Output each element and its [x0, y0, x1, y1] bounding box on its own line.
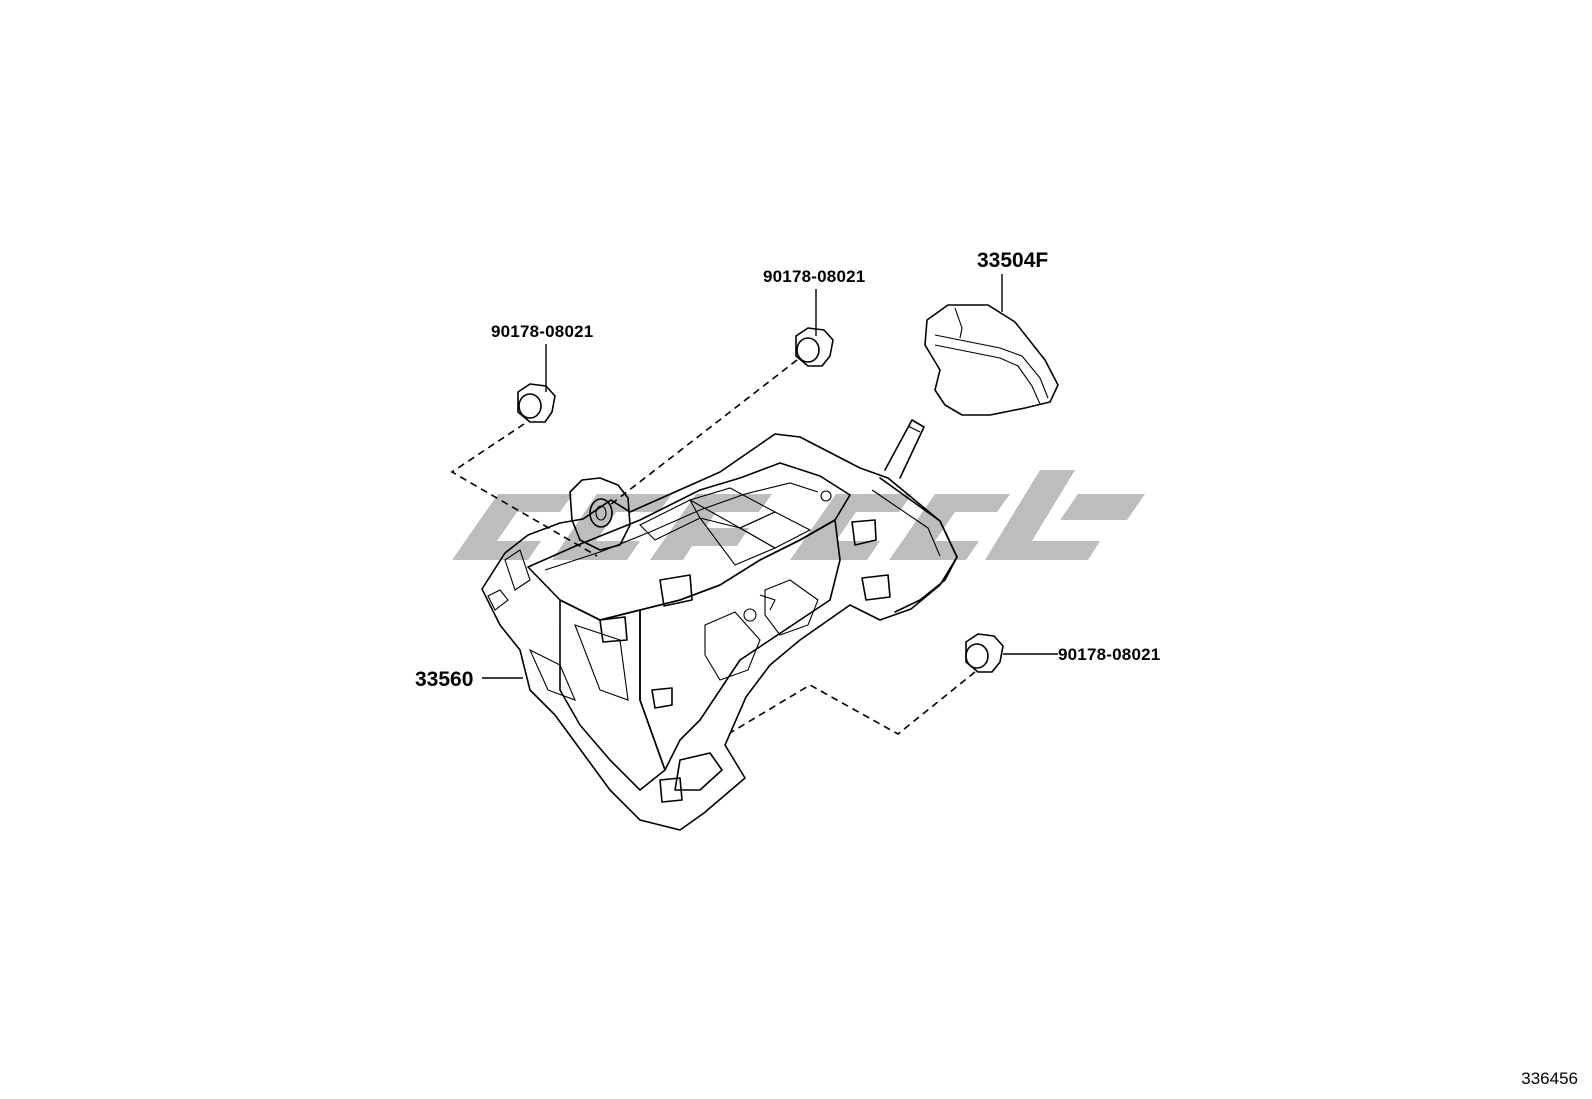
bolt-right — [965, 633, 1004, 673]
bolt-left — [517, 383, 556, 423]
shift-knob — [924, 304, 1059, 416]
label-bolt-right: 90178-08021 — [1058, 645, 1160, 664]
diagram-id: 336456 — [1521, 1069, 1578, 1088]
installation-lines — [450, 359, 976, 735]
watermark-logo — [452, 470, 1145, 560]
leader-lines — [482, 274, 1058, 679]
bolt-top — [795, 327, 834, 367]
label-bolt-top: 90178-08021 — [763, 267, 865, 286]
shift-lever-assembly — [481, 419, 958, 831]
label-knob: 33504F — [977, 249, 1048, 272]
label-bolt-left: 90178-08021 — [491, 322, 593, 341]
label-shift-assembly: 33560 — [415, 668, 473, 691]
